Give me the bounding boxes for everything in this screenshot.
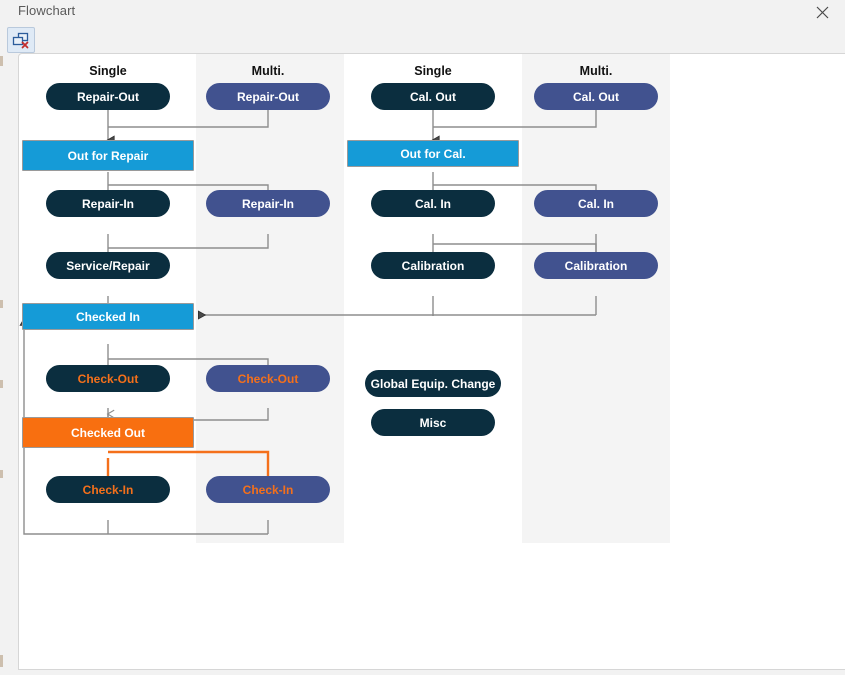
toolbar bbox=[0, 25, 845, 53]
node-cal-in-multi[interactable]: Cal. In bbox=[534, 190, 658, 217]
node-cal-out-multi[interactable]: Cal. Out bbox=[534, 83, 658, 110]
column-header-single-repair: Single bbox=[89, 64, 127, 78]
window-close-button[interactable] bbox=[799, 0, 845, 25]
node-repair-in-single[interactable]: Repair-In bbox=[46, 190, 170, 217]
close-window-icon bbox=[12, 32, 30, 49]
node-repair-out-multi[interactable]: Repair-Out bbox=[206, 83, 330, 110]
node-out-for-cal[interactable]: Out for Cal. bbox=[347, 140, 519, 167]
column-header-multi-cal: Multi. bbox=[579, 64, 613, 78]
column-header-single-cal: Single bbox=[414, 64, 452, 78]
column-band-multi-repair bbox=[196, 54, 344, 543]
edge-tick-mid bbox=[0, 300, 3, 308]
flowchart-canvas[interactable]: Single Multi. Single Multi. Repair-Out O… bbox=[18, 53, 845, 670]
node-calibration-multi[interactable]: Calibration bbox=[534, 252, 658, 279]
node-cal-out-single[interactable]: Cal. Out bbox=[371, 83, 495, 110]
node-cal-in-single[interactable]: Cal. In bbox=[371, 190, 495, 217]
node-check-out-single[interactable]: Check-Out bbox=[46, 365, 170, 392]
close-flowchart-button[interactable] bbox=[7, 27, 35, 53]
node-misc[interactable]: Misc bbox=[371, 409, 495, 436]
edge-tick-top bbox=[0, 56, 3, 66]
node-checked-in[interactable]: Checked In bbox=[22, 303, 194, 330]
close-x-icon bbox=[816, 6, 829, 19]
edge-tick-bottom bbox=[0, 655, 3, 667]
node-out-for-repair[interactable]: Out for Repair bbox=[22, 140, 194, 171]
node-global-equip-change[interactable]: Global Equip. Change bbox=[365, 370, 501, 397]
node-service-repair[interactable]: Service/Repair bbox=[46, 252, 170, 279]
window-titlebar: Flowchart bbox=[0, 0, 845, 25]
node-checked-out[interactable]: Checked Out bbox=[22, 417, 194, 448]
node-repair-in-multi[interactable]: Repair-In bbox=[206, 190, 330, 217]
window-title: Flowchart bbox=[18, 3, 76, 18]
node-check-out-multi[interactable]: Check-Out bbox=[206, 365, 330, 392]
node-check-in-multi[interactable]: Check-In bbox=[206, 476, 330, 503]
edge-tick-low bbox=[0, 470, 3, 478]
node-calibration-single[interactable]: Calibration bbox=[371, 252, 495, 279]
node-check-in-single[interactable]: Check-In bbox=[46, 476, 170, 503]
column-header-multi-repair: Multi. bbox=[251, 64, 285, 78]
column-band-multi-cal bbox=[522, 54, 670, 543]
edge-tick-mid2 bbox=[0, 380, 3, 388]
node-repair-out-single[interactable]: Repair-Out bbox=[46, 83, 170, 110]
